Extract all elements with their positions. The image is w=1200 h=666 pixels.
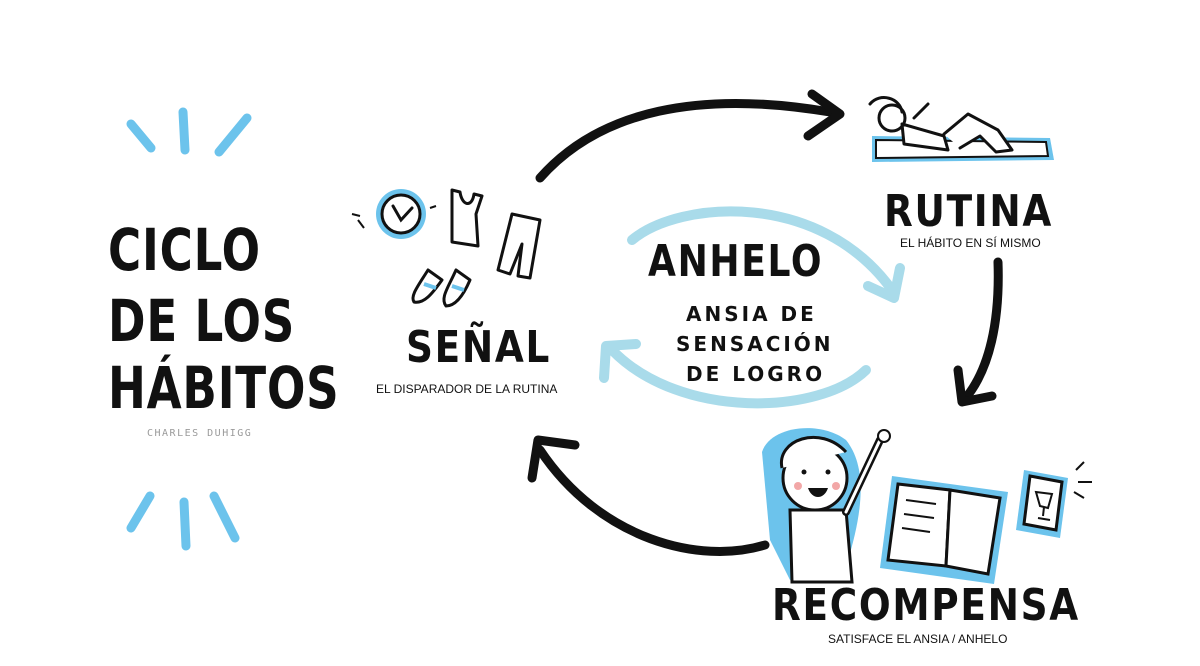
open-book-icon [880,476,1008,584]
title-line-2: DE LOS [108,287,296,355]
stage-rutina-caption: EL HÁBITO EN SÍ MISMO [900,236,1041,250]
stage-recompensa-label: RECOMPENSA [772,580,1080,631]
arrow-recompensa-to-senal [535,445,770,556]
person-exercising-icon [868,96,1014,154]
center-desc-line-1: ANSIA DE [686,302,817,326]
inner-loop-arrows [599,206,905,409]
center-label: ANHELO [648,236,824,287]
stage-senal-caption: EL DISPARADOR DE LA RUTINA [376,382,558,396]
clock-icon [351,189,437,239]
happy-person-icon [762,428,891,584]
cycle-arrows [527,89,1003,556]
top-rays-decoration [126,107,252,157]
author-credit: CHARLES DUHIGG [147,428,253,439]
sneakers-icon [411,268,472,308]
arrow-rutina-to-recompensa [959,257,1003,405]
bottom-rays-decoration [126,491,240,551]
arrow-senal-to-rutina [535,98,835,183]
title-line-1: CICLO [108,216,261,284]
stage-rutina-label: RUTINA [884,186,1054,237]
pants-icon [496,212,542,280]
phone-trophy-icon [1016,461,1092,538]
title-line-3: HÁBITOS [108,354,340,422]
stage-recompensa-caption: SATISFACE EL ANSIA / ANHELO [828,632,1008,646]
center-desc-line-3: DE LOGRO [686,362,826,386]
tank-top-icon [450,188,484,248]
center-desc-line-2: SENSACIÓN [676,332,834,356]
stage-senal-label: SEÑAL [406,322,552,373]
